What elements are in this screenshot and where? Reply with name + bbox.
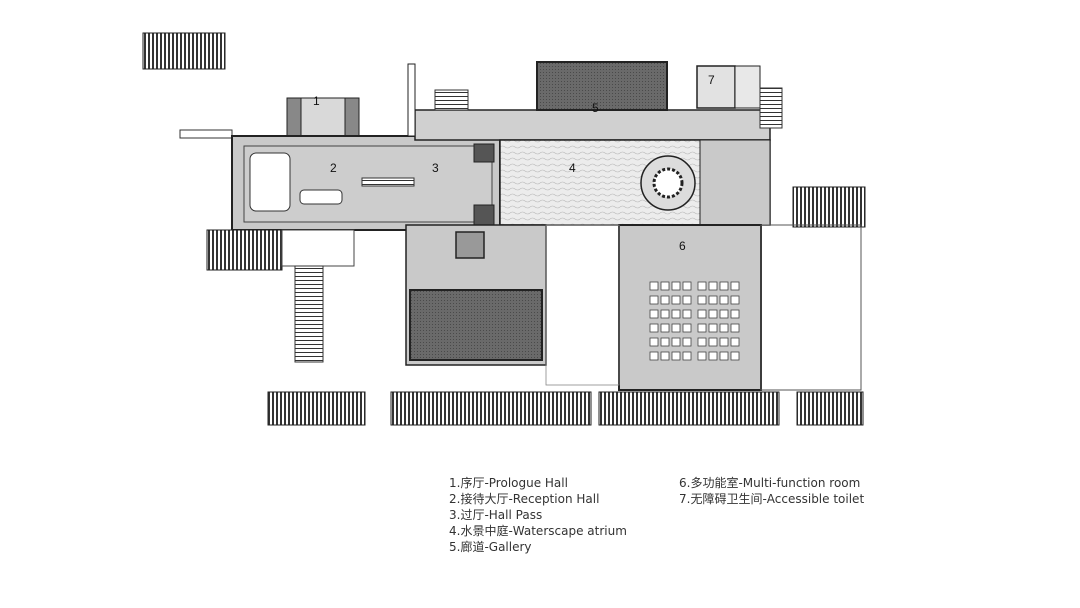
right-terrace-outline (760, 224, 862, 391)
seat (660, 295, 670, 305)
seat (649, 295, 659, 305)
seat (660, 309, 670, 319)
reception-lounge (249, 152, 291, 212)
hall-pass-closet (473, 143, 495, 163)
gallery-stair (434, 89, 469, 111)
seat (671, 281, 681, 291)
seat (697, 323, 707, 333)
seat (660, 323, 670, 333)
legend-left: 1.序厅-Prologue Hall 2.接待大厅-Reception Hall… (449, 475, 627, 555)
seat (708, 295, 718, 305)
seat (708, 351, 718, 361)
seat (730, 323, 740, 333)
room-number-4: 4 (569, 161, 576, 175)
legend-item: 6.多功能室-Multi-function room (679, 476, 861, 490)
left-projection (179, 129, 233, 139)
room-number-1: 1 (313, 94, 320, 108)
seat (719, 309, 729, 319)
center-terrace-outline (545, 224, 620, 386)
seat (730, 281, 740, 291)
seat (649, 323, 659, 333)
seat (730, 351, 740, 361)
room-number-6: 6 (679, 239, 686, 253)
gallery-dark-room (536, 61, 668, 111)
multi-function-room (618, 224, 762, 391)
seat (719, 351, 729, 361)
legend-item: 1.序厅-Prologue Hall (449, 476, 568, 490)
seat (697, 337, 707, 347)
spiral-stair-core (652, 167, 684, 199)
seat (730, 295, 740, 305)
seat (708, 337, 718, 347)
seat (671, 309, 681, 319)
seat (719, 323, 729, 333)
hatched-block-top-left (142, 32, 226, 70)
seat (682, 337, 692, 347)
atrium-right-floor (699, 139, 771, 226)
legend-item: 3.过厅-Hall Pass (449, 508, 543, 522)
seat (649, 337, 659, 347)
seat (708, 281, 718, 291)
seat (671, 323, 681, 333)
hall-pass-closet (473, 204, 495, 226)
seat (719, 337, 729, 347)
seat (649, 351, 659, 361)
seat (682, 351, 692, 361)
legend-right: 6.多功能室-Multi-function room 7.无障碍卫生间-Acce… (679, 475, 864, 507)
legend-item: 2.接待大厅-Reception Hall (449, 492, 600, 506)
seat (682, 295, 692, 305)
seat (719, 281, 729, 291)
side-stair (759, 87, 783, 129)
seat (697, 309, 707, 319)
elevator (455, 231, 485, 259)
seat (671, 351, 681, 361)
left-terrace (281, 229, 355, 267)
hatched-strip-bottom (390, 391, 592, 426)
prologue-pillar (286, 97, 302, 137)
seat (697, 351, 707, 361)
legend-item: 4.水景中庭-Waterscape atrium (449, 524, 627, 538)
seat (649, 281, 659, 291)
left-hatched-stair (206, 229, 283, 271)
room-number-3: 3 (432, 161, 439, 175)
exhibition-dark-room (409, 289, 543, 361)
seat-grid (649, 281, 740, 361)
seat (697, 295, 707, 305)
seat (660, 337, 670, 347)
long-stair (294, 265, 324, 363)
room-number-2: 2 (330, 161, 337, 175)
seat (730, 337, 740, 347)
floor-plan: 1 2 3 4 5 6 7 (142, 32, 866, 426)
seat (671, 337, 681, 347)
hatched-block-right (792, 186, 866, 228)
seat (660, 281, 670, 291)
reception-counter (299, 189, 343, 205)
seat (682, 281, 692, 291)
seat (682, 323, 692, 333)
legend-item: 5.廊道-Gallery (449, 540, 532, 554)
room-number-7: 7 (708, 73, 715, 87)
hatched-strip-bottom (598, 391, 780, 426)
prologue-pillar (344, 97, 360, 137)
seat (682, 309, 692, 319)
reception-stair-grille (361, 177, 415, 187)
hatched-strip-bottom (267, 391, 366, 426)
hatched-strip-bottom (796, 391, 864, 426)
seat (649, 309, 659, 319)
seat (719, 295, 729, 305)
legend-item: 7.无障碍卫生间-Accessible toilet (679, 492, 865, 506)
accessible-toilet (696, 65, 736, 109)
service-room (734, 65, 761, 109)
seat (660, 351, 670, 361)
seat (697, 281, 707, 291)
seat (708, 309, 718, 319)
seat (730, 309, 740, 319)
room-number-5: 5 (592, 101, 599, 115)
seat (671, 295, 681, 305)
gallery-wall (407, 63, 416, 137)
seat (708, 323, 718, 333)
